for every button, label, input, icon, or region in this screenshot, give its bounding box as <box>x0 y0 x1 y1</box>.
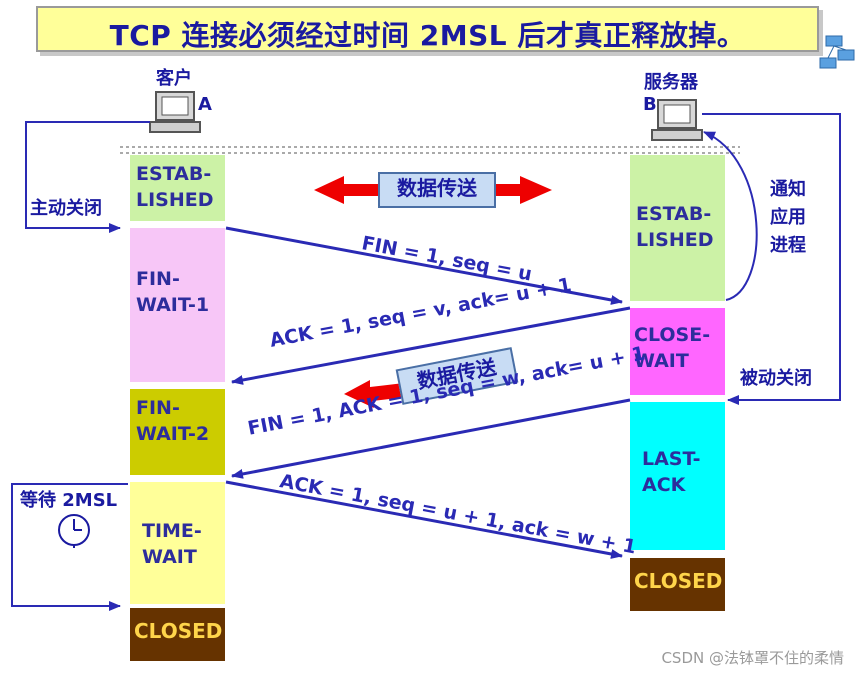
network-icon <box>819 35 855 69</box>
wait-2msl-label: 等待 2MSL <box>20 490 118 511</box>
title-banner: TCP 连接必须经过时间 2MSL 后才真正释放掉。 <box>36 6 819 52</box>
server-state-established: ESTAB- LISHED <box>630 155 725 301</box>
server-id: B <box>643 94 657 115</box>
client-computer-icon <box>149 91 201 133</box>
client-id: A <box>198 94 212 115</box>
client-state-established: ESTAB- LISHED <box>130 155 225 221</box>
notify-app-label: 通知 应用 进程 <box>770 179 806 256</box>
client-state-time-wait: TIME- WAIT <box>130 482 225 604</box>
watermark: CSDN @法钵罩不住的柔情 <box>661 649 844 667</box>
server-state-close-wait: CLOSE- WAIT <box>630 308 725 395</box>
left-arrow-icon <box>344 380 406 408</box>
clock-icon <box>58 514 90 548</box>
data-transfer-box: 数据传送 <box>378 172 496 208</box>
server-state-last-ack: LAST- ACK <box>630 402 725 550</box>
client-state-closed: CLOSED <box>130 608 225 661</box>
client-state-fin-wait-2: FIN- WAIT-2 <box>130 389 225 475</box>
client-state-fin-wait-1: FIN- WAIT-1 <box>130 228 225 382</box>
server-computer-icon <box>651 99 703 141</box>
page-title: TCP 连接必须经过时间 2MSL 后才真正释放掉。 <box>109 19 746 52</box>
active-close-label: 主动关闭 <box>30 198 102 219</box>
server-name: 服务器 <box>644 72 698 93</box>
client-name: 客户 <box>156 68 192 89</box>
server-state-closed: CLOSED <box>630 558 725 611</box>
passive-close-label: 被动关闭 <box>740 368 812 389</box>
